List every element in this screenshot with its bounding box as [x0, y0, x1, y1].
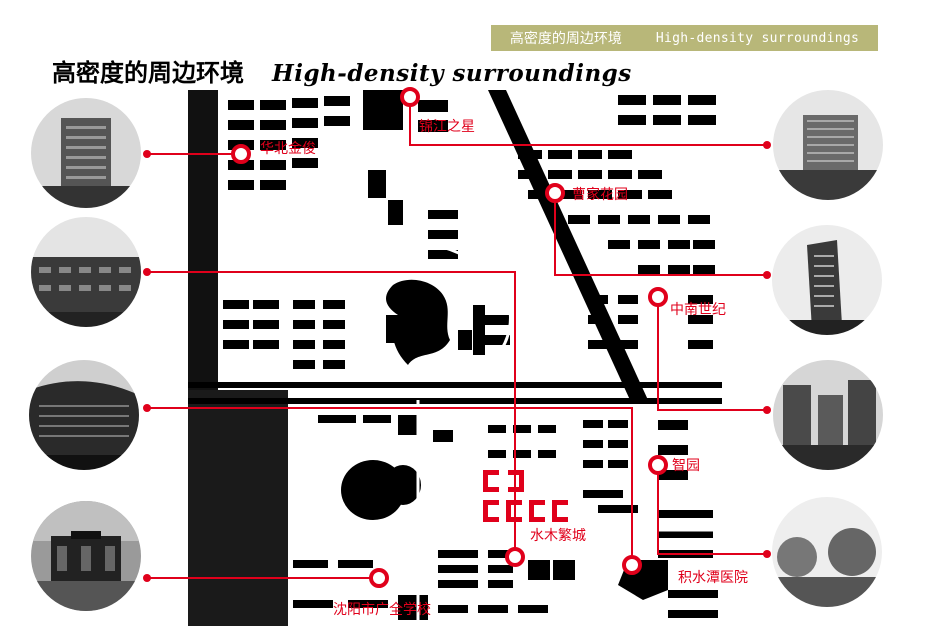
location-label-zhongnan: 中南世纪: [670, 302, 726, 318]
site-map: [188, 90, 722, 626]
photo-hospital-building: [29, 360, 139, 470]
photo-apartment-block: [31, 217, 141, 327]
location-label-caojia: 曹家花园: [572, 187, 628, 203]
page-title-en: High-density surroundings: [272, 60, 632, 87]
photo-residential-complex: [773, 360, 883, 470]
page-title: 高密度的周边环境 High-density surroundings: [52, 53, 632, 88]
location-label-shuimu: 水木繁城: [530, 528, 586, 544]
location-label-jishuitan: 积水潭医院: [678, 570, 748, 586]
header-banner: 高密度的周边环境 High-density surroundings: [491, 25, 878, 51]
photo-residential-tower: [31, 98, 141, 208]
photo-highrise-tower: [773, 90, 883, 200]
location-label-jinjiang: 锦江之星: [419, 119, 475, 135]
location-label-zhiyuan: 智园: [672, 458, 700, 474]
location-label-school: 沈阳市广全学校: [333, 602, 431, 618]
banner-title-en: High-density surroundings: [655, 30, 860, 46]
location-label-huabei: 华北金俊: [260, 141, 316, 157]
photo-slab-tower: [772, 225, 882, 335]
page-title-zh: 高密度的周边环境: [52, 59, 244, 87]
photo-park-trees: [772, 497, 882, 607]
banner-title-zh: 高密度的周边环境: [509, 31, 622, 47]
photo-school-gate: [31, 501, 141, 611]
